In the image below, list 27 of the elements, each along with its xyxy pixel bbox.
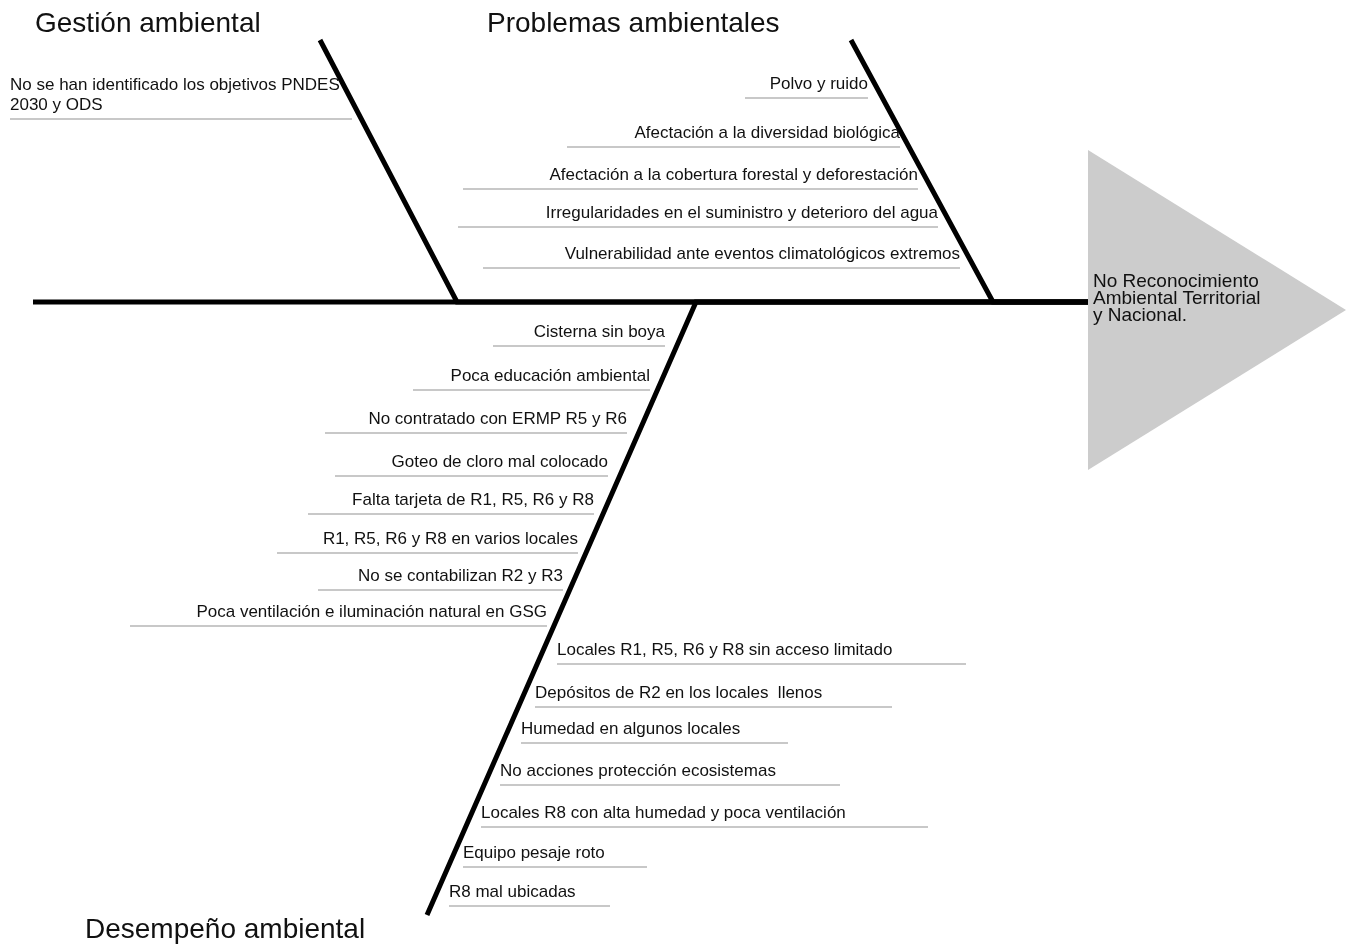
cause-label: No se han identificado los objetivos PNDES 2030 y ODS — [10, 75, 352, 120]
cause-label: Vulnerabilidad ante eventos climatológicos extremos — [483, 244, 960, 269]
cause-label: R8 mal ubicadas — [449, 882, 610, 907]
cause-label: Irregularidades en el suministro y deterioro del agua — [458, 203, 938, 228]
cause-label: No acciones protección ecosistemas — [500, 761, 840, 786]
effect-text: No Reconocimiento Ambiental Territorial y Nacional. — [1093, 272, 1262, 323]
cause-label: Locales R1, R5, R6 y R8 sin acceso limitado — [557, 640, 966, 665]
effect-triangle — [1088, 150, 1346, 470]
cause-label: Cisterna sin boya — [493, 322, 665, 347]
cause-label: Humedad en algunos locales — [521, 719, 788, 744]
spine-line — [33, 299, 1088, 305]
cause-label: No se contabilizan R2 y R3 — [318, 566, 563, 591]
cause-label: Afectación a la cobertura forestal y deforestación — [463, 165, 918, 190]
cause-label: Goteo de cloro mal colocado — [335, 452, 608, 477]
cause-label: Polvo y ruido — [745, 74, 868, 99]
cause-label: Poca ventilación e iluminación natural en GSG — [130, 602, 547, 627]
category-heading: Desempeño ambiental — [85, 912, 425, 948]
cause-label: Equipo pesaje roto — [463, 843, 647, 868]
cause-label: R1, R5, R6 y R8 en varios locales — [277, 529, 578, 554]
cause-label: Afectación a la diversidad biológica — [567, 123, 900, 148]
cause-label: Depósitos de R2 en los locales llenos — [535, 683, 892, 708]
cause-label: Poca educación ambiental — [413, 366, 650, 391]
category-heading: Problemas ambientales — [487, 6, 849, 42]
cause-label: No contratado con ERMP R5 y R6 — [325, 409, 627, 434]
cause-label: Falta tarjeta de R1, R5, R6 y R8 — [308, 490, 594, 515]
cause-label: Locales R8 con alta humedad y poca ventilación — [481, 803, 928, 828]
category-heading: Gestión ambiental — [35, 6, 320, 42]
